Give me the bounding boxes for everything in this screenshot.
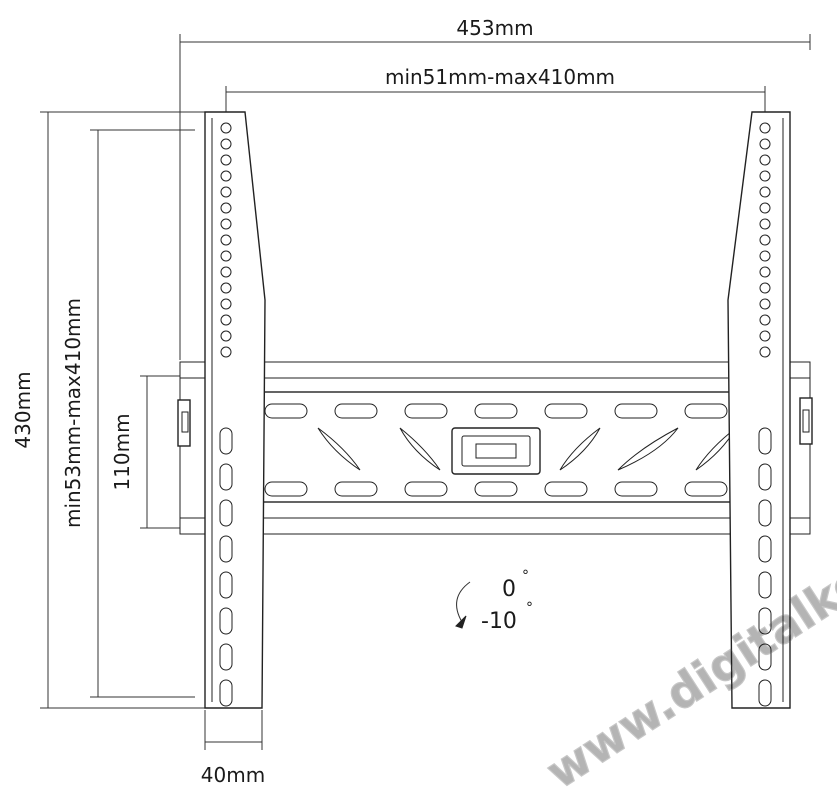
slot-hole [219,427,233,455]
round-hole [759,298,771,310]
round-hole [220,346,232,358]
center-lock-bracket [451,427,541,475]
slot-hole [219,499,233,527]
rail-slot [614,481,658,497]
rail-slot [544,481,588,497]
round-hole [759,202,771,214]
dimension-vesa-width: min51mm-max410mm [225,65,766,118]
rail-slot [614,403,658,419]
tilt-upper-degree: ° [522,568,529,584]
slot-hole [758,535,772,563]
round-hole [759,170,771,182]
round-hole [759,218,771,230]
round-hole [220,250,232,262]
rail-slot [544,403,588,419]
round-hole [759,138,771,150]
round-hole [220,266,232,278]
round-hole [759,234,771,246]
right-vertical-arm [727,111,791,709]
slot-hole [219,535,233,563]
dimension-overall-width: 453mm [179,16,811,360]
slot-hole [219,607,233,635]
round-hole [220,314,232,326]
dimension-rail-height: 110mm [110,375,180,529]
rail-slot [404,481,448,497]
round-hole [220,218,232,230]
watermark: www.digitalko.hu [536,507,837,800]
vesa-width-label: min51mm-max410mm [385,65,615,89]
slot-hole [758,571,772,599]
wall-rail [177,361,813,535]
rail-slot [334,403,378,419]
round-hole [759,154,771,166]
round-hole [759,186,771,198]
round-hole [759,330,771,342]
right-end-clip [799,397,813,445]
rail-height-label: 110mm [110,413,134,490]
right-arm-holes [758,122,772,707]
round-hole [759,314,771,326]
slot-hole [758,607,772,635]
watermark-text: www.digitalko.hu [537,508,837,800]
slot-hole [219,679,233,707]
round-hole [759,250,771,262]
slot-hole [219,571,233,599]
round-hole [220,186,232,198]
round-hole [220,202,232,214]
round-hole [759,266,771,278]
tilt-upper-value: 0 [502,577,516,602]
rail-slot [404,403,448,419]
rail-cutouts [317,427,737,471]
slot-hole [219,463,233,491]
rail-slot [684,403,728,419]
overall-width-label: 453mm [456,16,533,40]
tilt-arrow-icon [456,581,471,623]
round-hole [220,234,232,246]
round-hole [220,282,232,294]
rail-slot [474,481,518,497]
round-hole [220,138,232,150]
rail-slot [264,481,308,497]
left-end-clip [177,399,191,447]
depth-label: 40mm [201,763,265,787]
vesa-height-label: min53mm-max410mm [61,298,85,528]
round-hole [759,282,771,294]
dimension-overall-height: 430mm [11,111,215,709]
tilt-arrowhead-icon [455,615,467,629]
rail-slot [474,403,518,419]
round-hole [220,154,232,166]
slot-hole [758,499,772,527]
slot-hole [758,427,772,455]
round-hole [759,122,771,134]
round-hole [220,122,232,134]
overall-height-label: 430mm [11,371,35,448]
rail-slot [264,403,308,419]
dimension-depth: 40mm [201,710,265,787]
rail-slots [264,403,728,497]
round-hole [220,330,232,342]
rail-slot [684,481,728,497]
dimension-vesa-height: min53mm-max410mm [61,129,195,698]
tilt-lower-degree: ° [526,600,533,616]
round-hole [220,298,232,310]
slot-hole [758,679,772,707]
rail-slot [334,481,378,497]
tilt-lower-value: -10 [481,609,517,634]
slot-hole [758,643,772,671]
round-hole [220,170,232,182]
slot-hole [219,643,233,671]
round-hole [759,346,771,358]
tilt-indicator: 0 ° -10 ° [455,568,533,634]
slot-hole [758,463,772,491]
left-arm-holes [219,122,233,707]
left-vertical-arm [204,111,266,709]
